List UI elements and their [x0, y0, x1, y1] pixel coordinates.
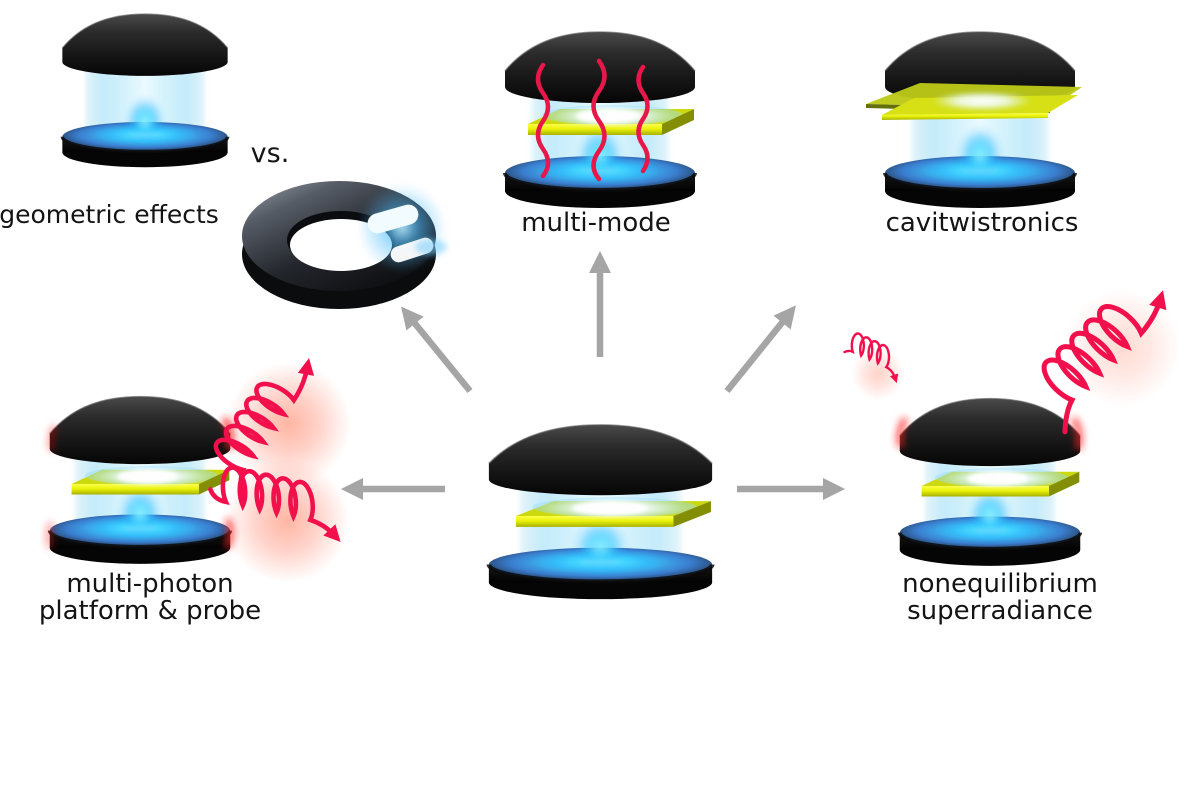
cavity-cavitwistronics-icon — [866, 32, 1082, 208]
photon-pulse-burst-out-icon — [1041, 290, 1167, 435]
cavity-multimode-icon — [505, 32, 695, 208]
label-cavitwistronics: cavitwistronics — [885, 208, 1079, 238]
cavity-central-icon — [489, 425, 712, 599]
arrow-up-left-icon — [401, 306, 473, 394]
twisted-bilayer-icon — [866, 83, 1082, 120]
cavity-multiphoton-icon — [46, 397, 234, 564]
label-geometric-effects: geometric effects — [0, 200, 219, 229]
ring-resonator-icon — [242, 181, 447, 309]
arrow-up-right-icon — [724, 305, 796, 394]
cavity-geometric-icon — [62, 14, 227, 167]
photon-pulses — [208, 290, 1167, 542]
label-superradiance-line2: superradiance — [907, 596, 1093, 627]
mode-waves-icon — [535, 58, 650, 182]
label-multi-photon: multi-photon platform & probe — [25, 569, 275, 627]
label-superradiance: nonequilibrium superradiance — [875, 569, 1125, 627]
arrow-group — [340, 250, 846, 501]
photon-pulse-weak-in-icon — [843, 332, 899, 384]
label-multi-photon-line2: platform & probe — [38, 596, 262, 627]
photon-pulse-out-down-icon — [208, 465, 341, 542]
label-vs: vs. — [250, 138, 290, 169]
label-multi-mode: multi-mode — [521, 208, 671, 238]
label-multi-photon-line1: multi-photon — [66, 569, 234, 599]
photon-pulse-out-up-icon — [213, 358, 315, 500]
cavity-superradiance-icon — [896, 399, 1083, 566]
red-rim-glow — [896, 417, 1083, 450]
label-superradiance-line1: nonequilibrium — [902, 569, 1098, 599]
